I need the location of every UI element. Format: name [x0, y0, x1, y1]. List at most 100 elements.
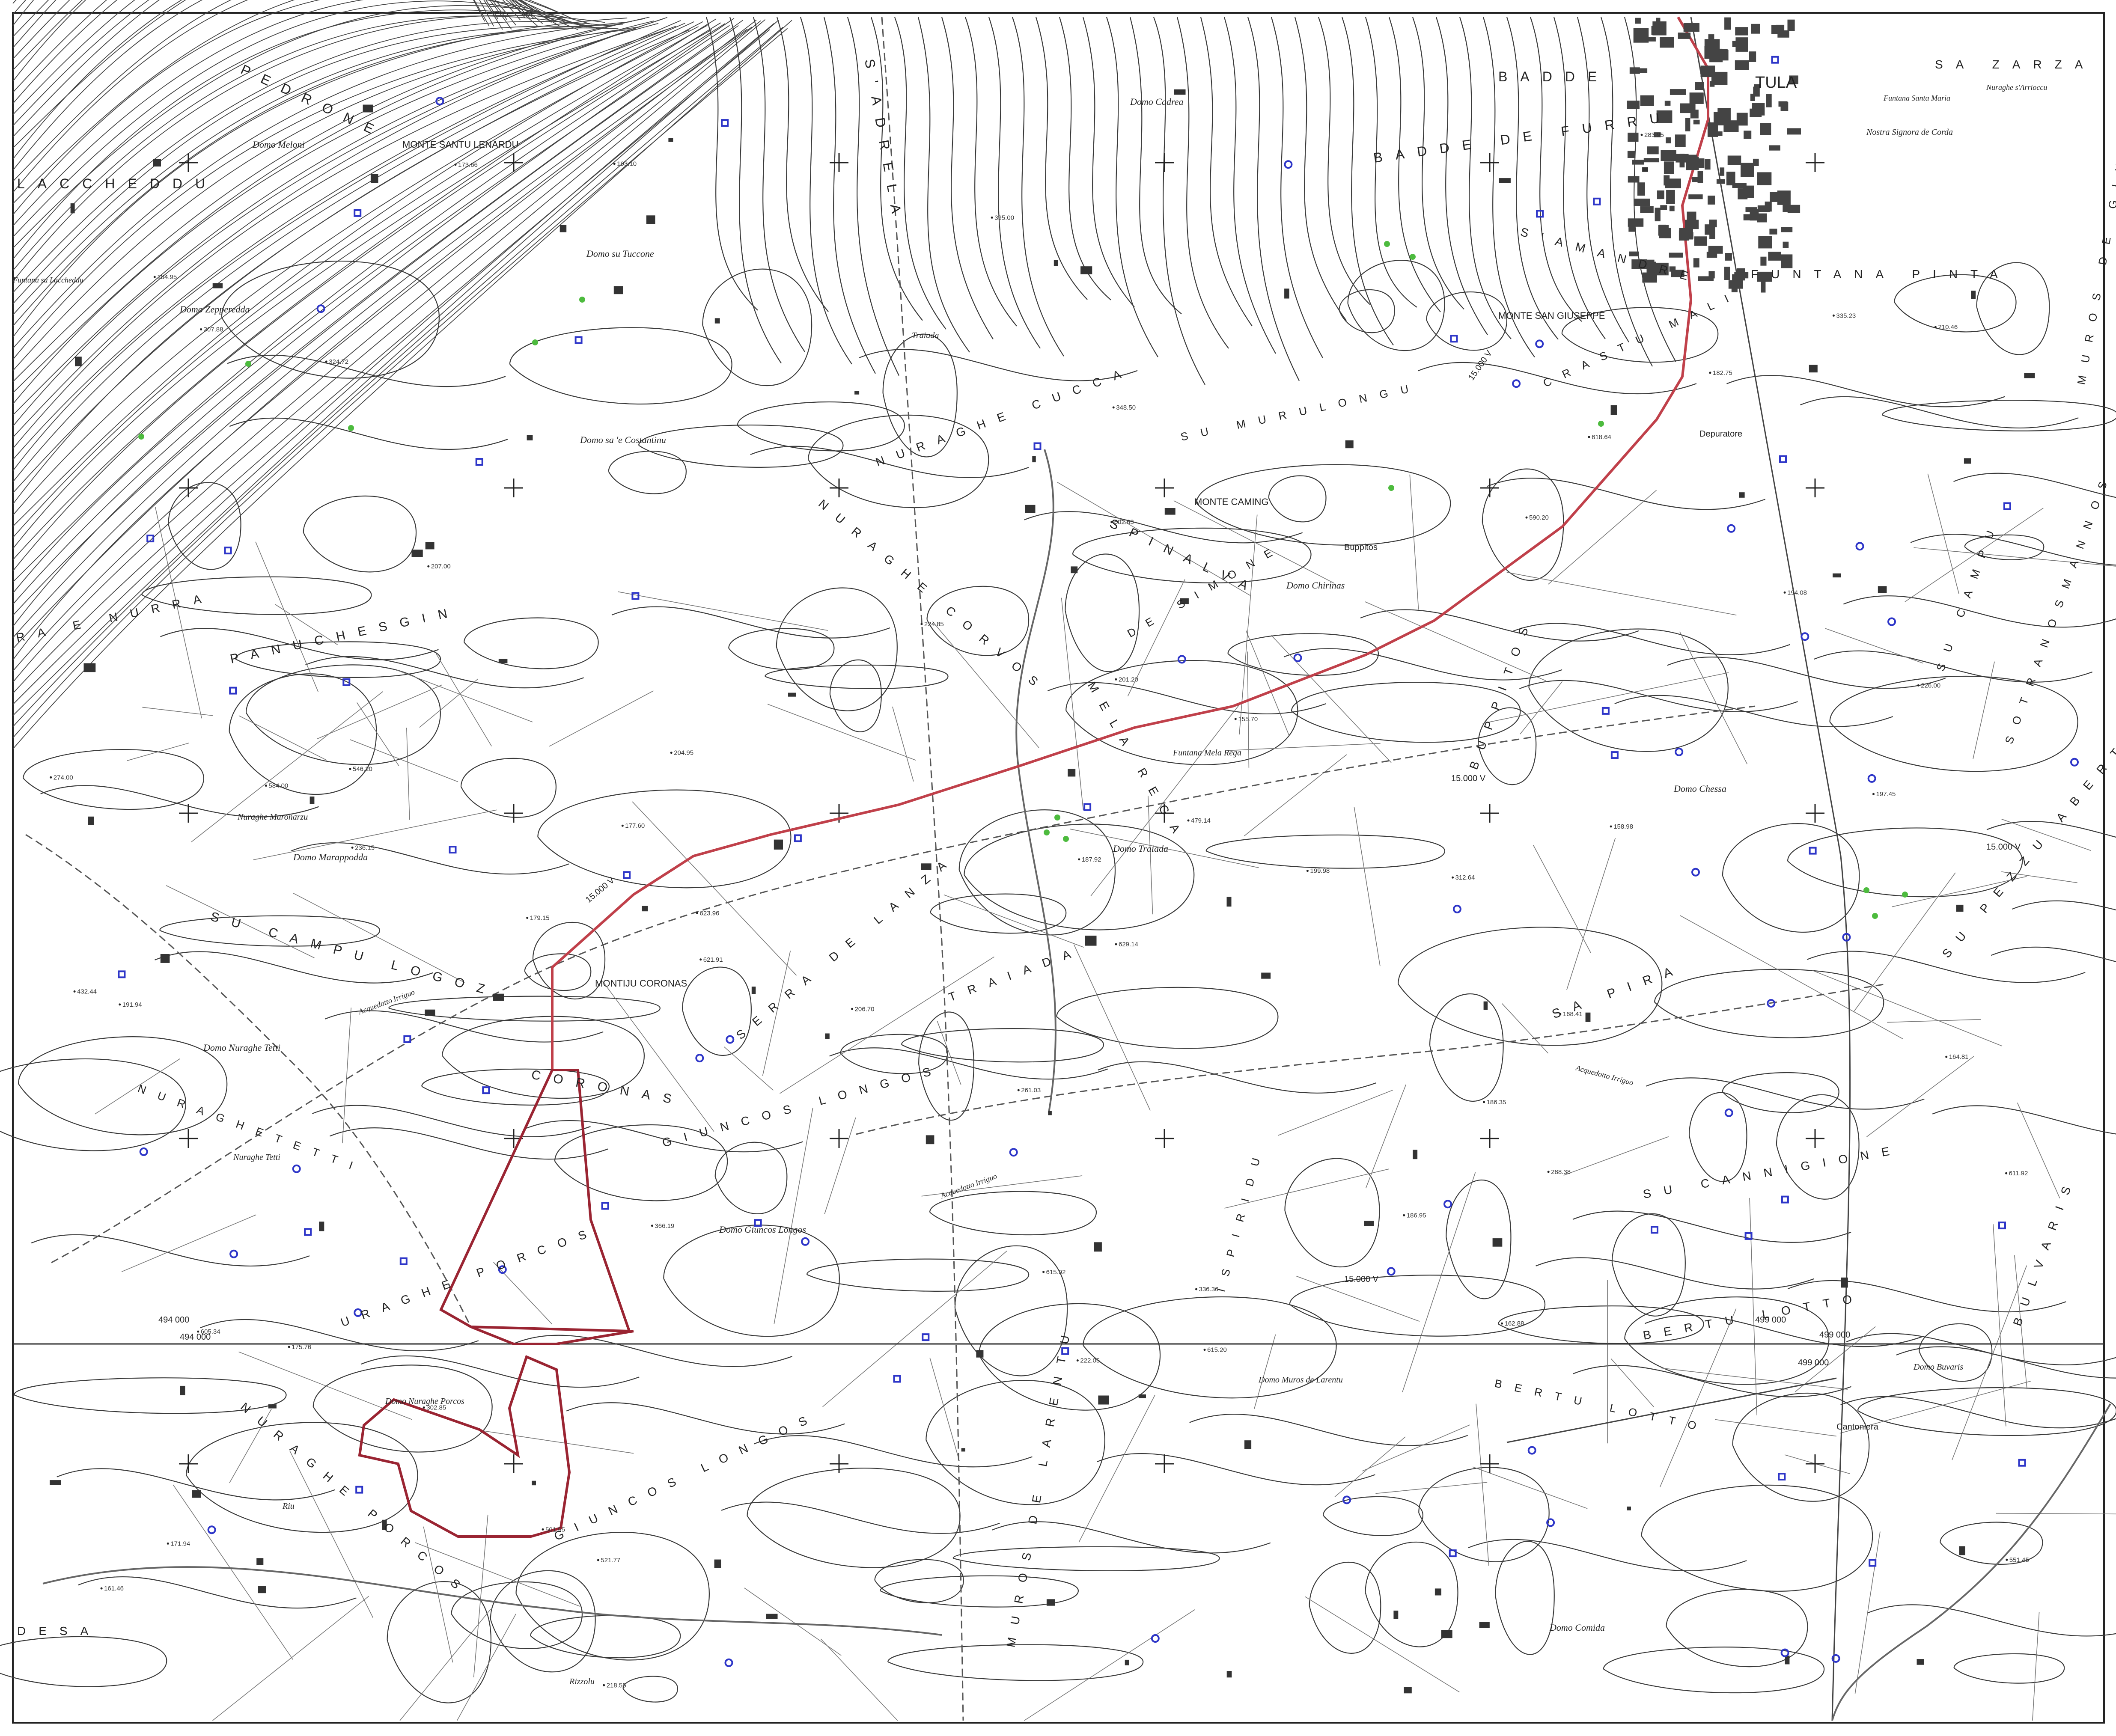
- well-icon: [1450, 335, 1458, 343]
- building: [1441, 1630, 1452, 1638]
- label-domo-buvaris: Domo Buvaris: [1913, 1362, 1963, 1372]
- elevation-point: 204.95: [670, 749, 693, 757]
- town-block: [1664, 175, 1670, 186]
- town-label: TULA: [1755, 74, 1797, 92]
- contour-line: [1511, 623, 1790, 655]
- elevation-point: 288.38: [1547, 1168, 1571, 1176]
- elevation-point: 186.35: [1483, 1099, 1506, 1106]
- field-boundary: [1563, 1136, 1669, 1176]
- town-block: [1749, 51, 1756, 62]
- field-boundary: [1520, 681, 1563, 734]
- town-block: [1679, 154, 1685, 168]
- contour-line: [1388, 17, 1441, 312]
- building: [1492, 1238, 1503, 1247]
- road-west: [25, 834, 472, 1327]
- contour-line: [12, 21, 694, 505]
- elevation-point: 521.77: [597, 1557, 620, 1564]
- contour-line: [1910, 534, 2116, 566]
- grid-label-4940: 494 000: [158, 1315, 189, 1325]
- town-block: [1781, 227, 1793, 232]
- field-boundary: [1866, 1056, 1974, 1137]
- contour-line: [638, 425, 844, 468]
- elevation-point: 155.70: [1234, 716, 1258, 723]
- contour-line: [1478, 707, 1537, 785]
- well-icon: [1780, 1648, 1789, 1657]
- building: [493, 993, 504, 1001]
- town-block: [1787, 205, 1801, 213]
- contour-line: [1196, 464, 1451, 546]
- contour-line: [1498, 1305, 1704, 1344]
- well-icon: [1293, 653, 1302, 662]
- contour-line: [1268, 475, 1327, 523]
- contour-line: [1577, 17, 1629, 342]
- building: [256, 1558, 264, 1565]
- town-block: [1724, 17, 1731, 30]
- well-icon: [229, 687, 237, 695]
- building: [1364, 1221, 1374, 1226]
- contour-line: [12, 26, 614, 304]
- label-domo-nuraghe-tetti: Domo Nuraghe Tetti: [203, 1042, 280, 1053]
- contour-line: [1573, 1365, 1851, 1397]
- field-boundary: [1296, 1275, 1420, 1322]
- contour-line: [714, 1141, 788, 1214]
- contour-line: [1205, 834, 1446, 869]
- contour-line: [12, 0, 548, 137]
- well-icon: [1869, 1559, 1877, 1567]
- elevation-label: 204.95: [674, 749, 693, 757]
- contour-line: [1528, 628, 1729, 752]
- contour-line: [1787, 1280, 2066, 1313]
- grid-cross: [1806, 804, 1824, 823]
- town-block: [1724, 267, 1730, 280]
- contour-line: [12, 27, 783, 727]
- field-boundary: [929, 1358, 960, 1462]
- grid-cross: [1155, 153, 1174, 172]
- contour-line: [421, 1068, 610, 1106]
- contour-line: [806, 1258, 1030, 1292]
- building: [921, 863, 932, 870]
- contour-line: [1614, 695, 1893, 727]
- grid-label-494-left: 494 000: [180, 1332, 211, 1342]
- building: [1956, 904, 1964, 912]
- powerline-15kv: [551, 16, 1709, 1070]
- well-icon: [1610, 751, 1619, 759]
- contour-line: [515, 1532, 710, 1661]
- elevation-label: 274.00: [54, 774, 73, 781]
- contour-line: [1932, 1105, 2116, 1135]
- contour-line: [1667, 657, 1946, 689]
- contour-line: [227, 354, 506, 387]
- elevation-label: 432.44: [77, 988, 97, 996]
- field-boundary: [1533, 845, 1591, 953]
- contour-line: [12, 25, 708, 538]
- field-boundary: [1409, 474, 1419, 610]
- well-icon: [1593, 197, 1601, 205]
- contour-line: [12, 29, 690, 493]
- building: [613, 286, 623, 294]
- contour-line: [1800, 396, 2079, 428]
- field-boundary: [937, 1021, 961, 1085]
- contour-line: [954, 1245, 1068, 1376]
- field-boundary: [1952, 1265, 2027, 1460]
- building: [1164, 508, 1176, 515]
- town-block: [1628, 132, 1639, 142]
- contour-line: [12, 0, 539, 115]
- elevation-point: 194.08: [1783, 589, 1807, 596]
- well-icon: [498, 1265, 507, 1274]
- town-block: [1778, 101, 1788, 107]
- region-badde: BADDE: [1498, 69, 1610, 84]
- well-icon: [1744, 1232, 1753, 1240]
- contour-line: [1418, 362, 1697, 395]
- well-icon: [1527, 1446, 1536, 1455]
- town-block: [1708, 196, 1715, 205]
- town-block: [1745, 207, 1757, 212]
- elevation-label: 615.20: [1207, 1347, 1227, 1354]
- field-boundary: [1305, 1596, 1460, 1693]
- field-boundary: [744, 1587, 842, 1656]
- contour-line: [1506, 17, 1559, 340]
- elevation-label: 197.45: [1876, 791, 1896, 798]
- building: [319, 1222, 324, 1231]
- town-block: [1656, 110, 1673, 123]
- town-block: [1694, 236, 1707, 246]
- label-nuraghe-s-arrioccu: Nuraghe s'Arrioccu: [1986, 83, 2047, 92]
- label-riu: Riu: [282, 1501, 295, 1511]
- contour-line: [1487, 478, 1765, 510]
